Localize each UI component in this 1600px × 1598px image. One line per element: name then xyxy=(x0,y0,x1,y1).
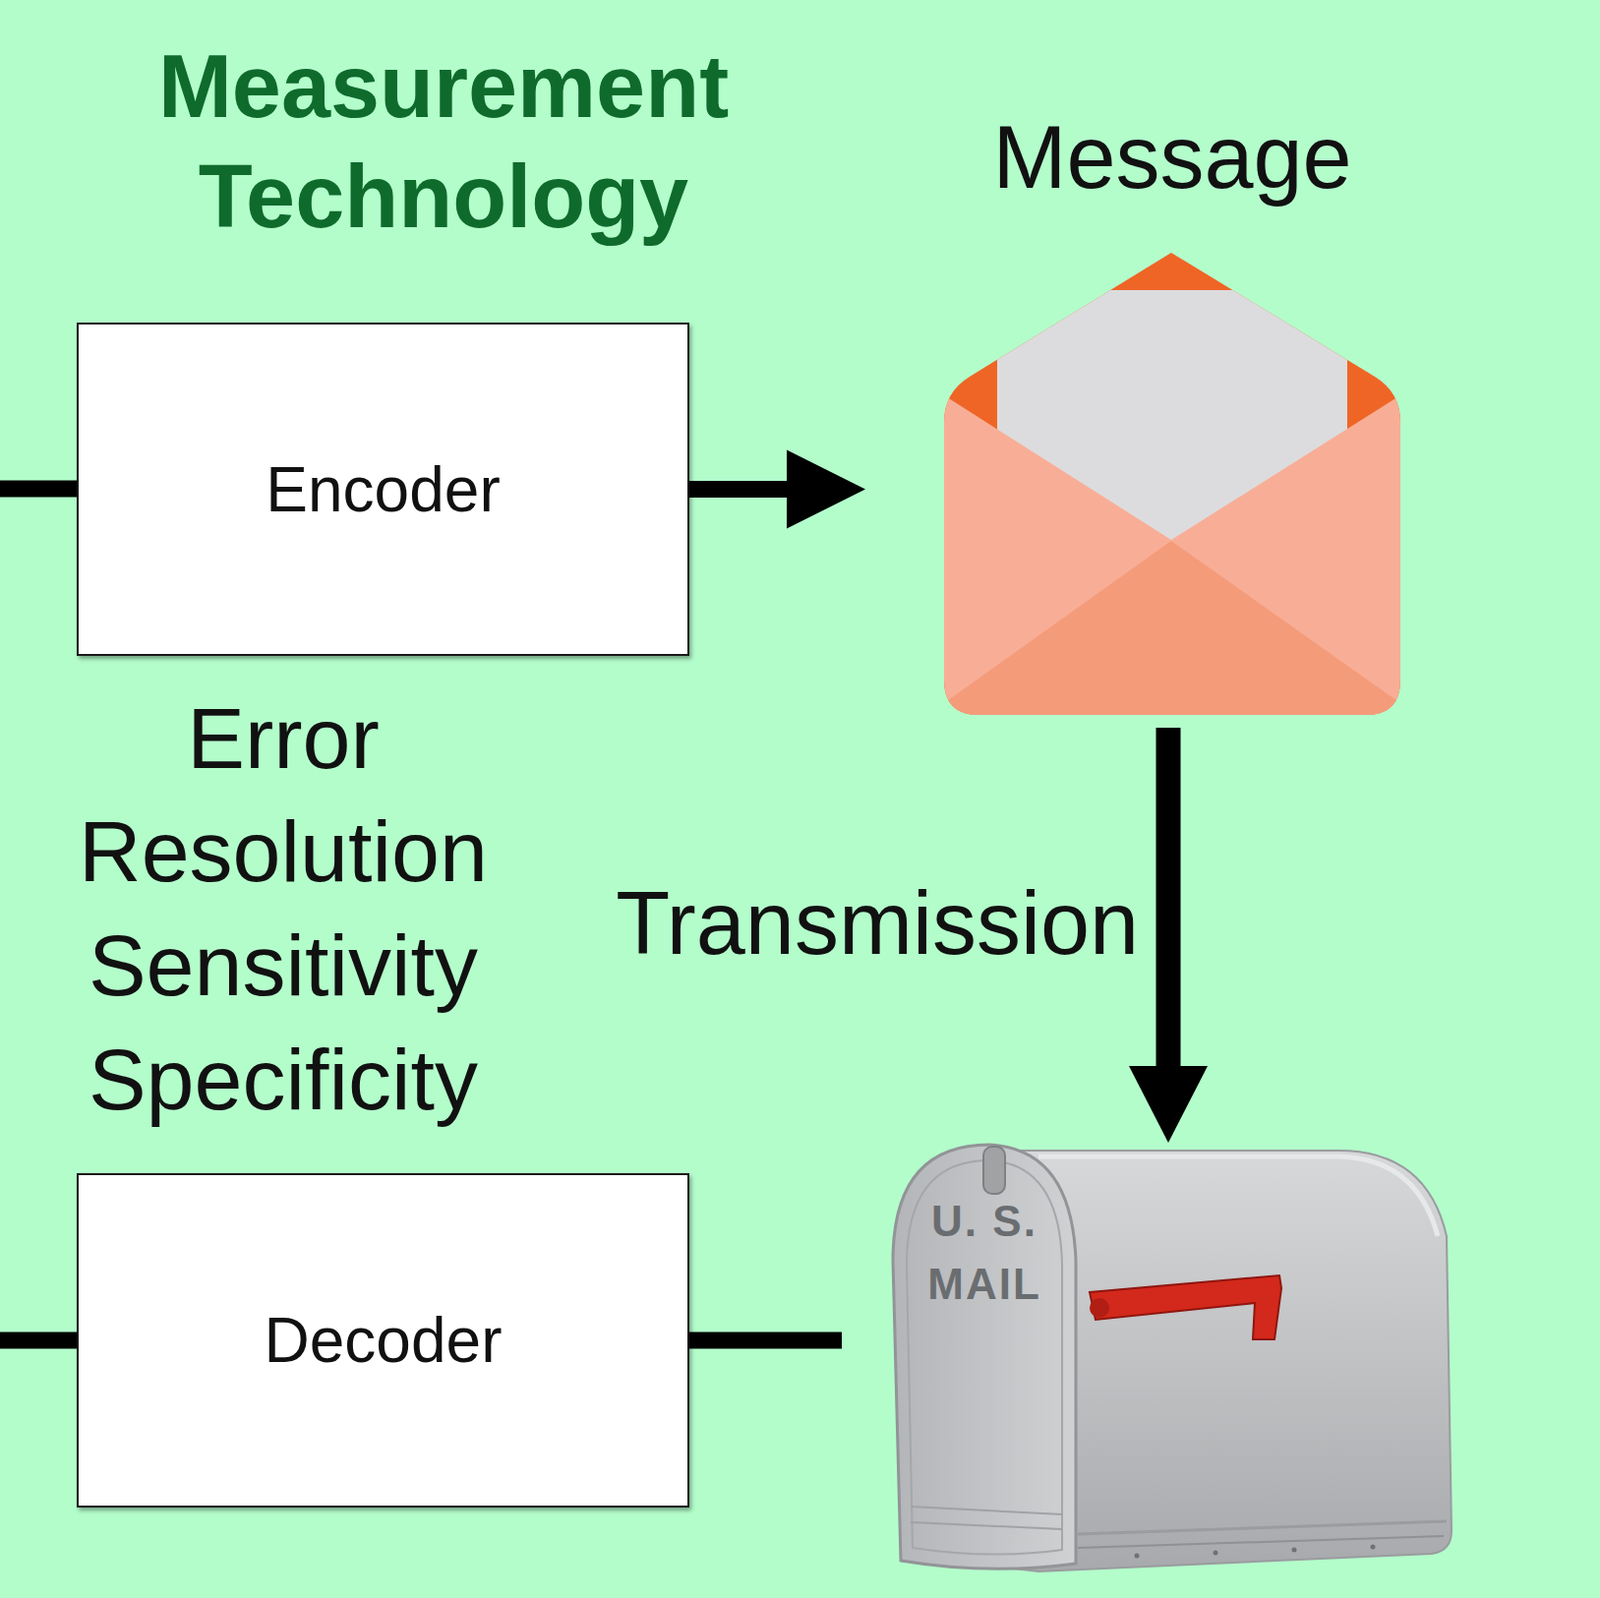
connector-line xyxy=(1156,727,1182,1067)
process-box: Encoder xyxy=(76,322,690,656)
label-block: Error xyxy=(17,689,549,788)
input-wire xyxy=(0,480,77,498)
connector-arrow xyxy=(689,450,866,530)
envelope-icon xyxy=(944,252,1401,715)
title-block: Measurement Technology xyxy=(40,31,847,252)
property-label: Specificity xyxy=(17,1030,549,1129)
arrow-head xyxy=(1128,1066,1208,1143)
label-block: Specificity xyxy=(17,1030,549,1129)
message-label: Message xyxy=(944,108,1401,207)
property-label: Error xyxy=(17,689,549,788)
arrow-head xyxy=(786,450,866,530)
edge-label: Transmission xyxy=(615,874,1139,973)
label-block: Resolution xyxy=(17,802,549,901)
connector-line xyxy=(689,480,787,498)
mailbox-lettering: U. S. MAIL xyxy=(900,1189,1068,1316)
process-box: Decoder xyxy=(76,1173,690,1508)
mailbox: U. S. MAIL xyxy=(841,1142,1462,1571)
message-envelope: Message xyxy=(865,108,1446,728)
property-label: Sensitivity xyxy=(17,916,549,1015)
label-block: Sensitivity xyxy=(17,916,549,1015)
connector-arrow xyxy=(689,1340,842,1342)
box-label: Decoder xyxy=(264,1303,503,1377)
connector-arrow xyxy=(1128,727,1208,1143)
connector-line xyxy=(689,1332,842,1350)
box-label: Encoder xyxy=(265,453,500,527)
edge-label-block: Transmission xyxy=(615,874,1139,973)
output-wire xyxy=(0,1332,77,1350)
property-label: Resolution xyxy=(17,802,549,901)
diagram-title: Measurement Technology xyxy=(40,31,847,252)
